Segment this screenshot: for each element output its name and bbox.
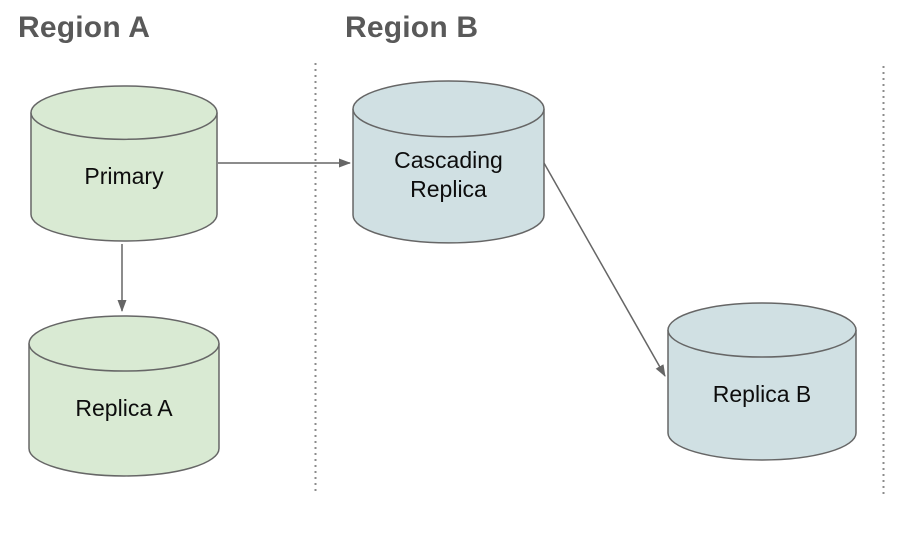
region-b-title: Region B — [345, 11, 479, 44]
arrow-cascading-replica-to-replica-b — [543, 162, 666, 377]
database-cylinder-icon — [30, 85, 218, 243]
database-cylinder-icon — [352, 80, 545, 245]
node-replica-a: Replica A — [28, 315, 220, 478]
node-replica-b-label: Replica B — [712, 380, 812, 407]
database-cylinder-icon — [28, 315, 220, 478]
region-a-title: Region A — [18, 11, 151, 44]
database-cylinder-icon — [667, 302, 857, 462]
node-primary: Primary — [30, 85, 218, 243]
node-replica-a-label: Replica A — [75, 395, 173, 422]
node-primary-label: Primary — [84, 162, 164, 189]
node-cascading-replica-label: Cascading Replica — [394, 146, 503, 202]
node-replica-b: Replica B — [667, 302, 857, 462]
node-cascading-replica: Cascading Replica — [352, 80, 545, 245]
